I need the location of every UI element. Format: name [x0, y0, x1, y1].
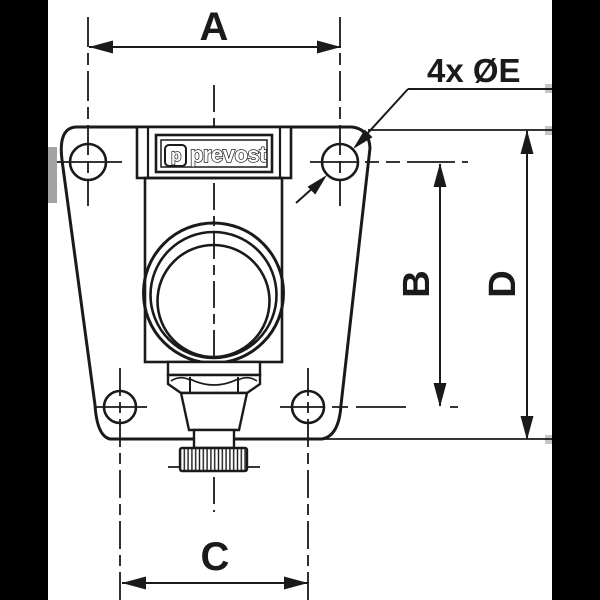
hole-callout: 4x ØE [295, 52, 552, 204]
hex-nut-chamfer-left [170, 376, 191, 382]
letterbox-right [552, 0, 600, 600]
mounting-hole-top-left [68, 142, 108, 182]
prevost-monogram-frame [164, 144, 187, 167]
dim-a-label: A [200, 5, 229, 49]
dim-b-arrow-bottom [433, 383, 447, 407]
prevost-monogram: p [171, 146, 181, 165]
prevost-logo-box-inner [160, 139, 268, 168]
dim-d-arrow-bottom [520, 416, 534, 440]
scan-artifact-gray-bar [48, 147, 57, 203]
hex-nut-chamfer-center [189, 378, 239, 386]
callout-arrow-upper [353, 129, 373, 149]
hex-nut-chamfer-right [237, 376, 258, 382]
dim-c-arrow-right [284, 576, 308, 590]
adapter-plate [166, 360, 262, 377]
stem-taper [179, 391, 249, 432]
prevost-wordmark: prevost [190, 142, 267, 167]
dimension-a: A [89, 5, 341, 54]
mounting-hole-bottom-left [102, 389, 138, 425]
knurled-adjuster [178, 446, 249, 473]
stem-neck [192, 428, 236, 450]
dimension-c: C [122, 535, 308, 590]
hole-callout-label: 4x ØE [427, 52, 521, 89]
dim-c-arrow-left [122, 576, 146, 590]
dim-a-arrow-left [89, 40, 113, 54]
mounting-holes [68, 142, 360, 425]
dim-c-label: C [201, 535, 230, 579]
knob-face-circle [156, 243, 271, 359]
callout-arrow-lower-tail [295, 177, 325, 204]
dim-b-arrow-top [433, 163, 447, 187]
prevost-logo-box-outer [154, 133, 274, 174]
dim-a-arrow-right [317, 40, 341, 54]
mounting-hole-top-right [320, 142, 360, 182]
stem-assembly [166, 360, 262, 473]
dimension-b: B [396, 163, 447, 407]
dimension-d: D [235, 129, 552, 440]
dim-b-label: B [396, 270, 438, 297]
dim-d-label: D [482, 270, 524, 297]
letterbox-left [0, 0, 48, 600]
dim-d-arrow-top [520, 130, 534, 154]
mounting-hole-bottom-right [290, 389, 326, 425]
